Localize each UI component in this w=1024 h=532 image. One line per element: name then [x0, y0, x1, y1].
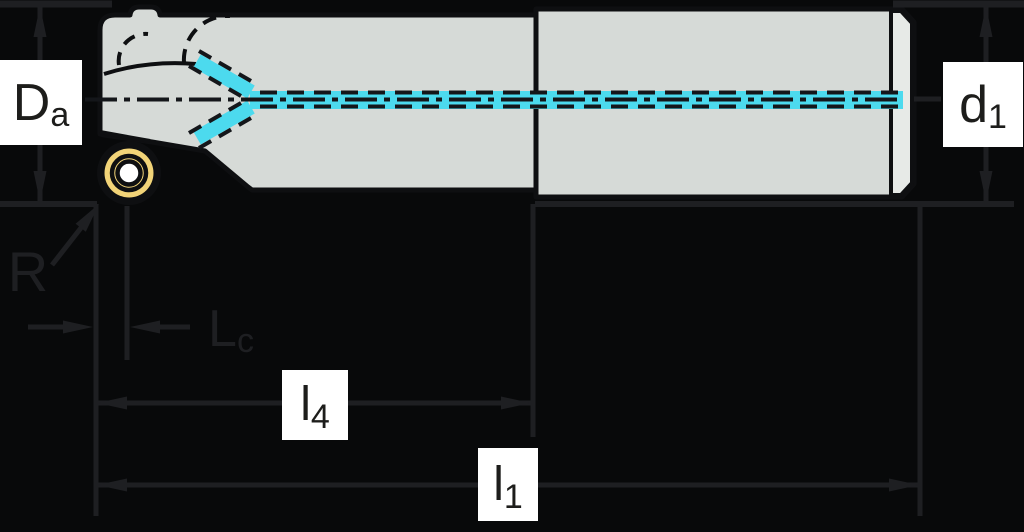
label-lc-sub: c — [236, 322, 254, 360]
round-insert — [97, 141, 161, 205]
coolant-channels — [85, 49, 903, 150]
label-l1-sub: 1 — [503, 477, 523, 516]
label-corner-radius-R: R — [2, 242, 54, 302]
dimension-r-leader — [50, 204, 99, 267]
hidden-insert-arc-large — [181, 13, 231, 64]
label-d1-main: d — [959, 75, 988, 134]
label-lc-main: L — [208, 300, 237, 358]
dimension-lc — [28, 320, 190, 334]
label-da-main: D — [12, 73, 51, 132]
dimension-lines — [0, 0, 1024, 516]
upper-flute-curve — [103, 61, 197, 76]
label-l4-sub: 4 — [310, 398, 330, 436]
label-l1-main: l — [493, 457, 504, 511]
label-d1-sub: 1 — [988, 97, 1007, 136]
label-da-sub: a — [50, 95, 70, 134]
label-l4-main: l — [300, 378, 311, 431]
hidden-insert-arc-small — [116, 31, 149, 66]
label-r-main: R — [7, 240, 49, 303]
insert-seat-line — [99, 130, 151, 143]
